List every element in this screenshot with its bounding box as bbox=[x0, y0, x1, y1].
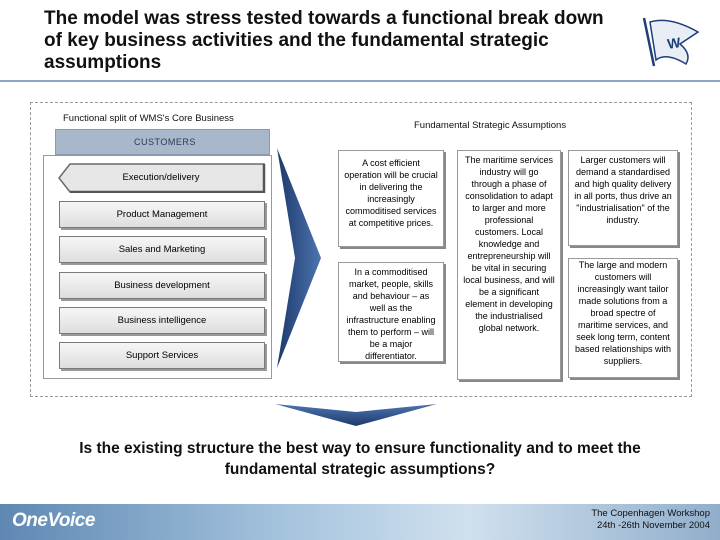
assumption-larger-customers: Larger customers will demand a standardi… bbox=[568, 150, 678, 246]
function-business-intelligence: Business intelligence bbox=[59, 307, 265, 334]
execution-delivery-arrow bbox=[58, 163, 266, 193]
function-product-management: Product Management bbox=[59, 201, 265, 228]
key-question: Is the existing structure the best way t… bbox=[79, 440, 641, 478]
footer-event-dates: 24th -26th November 2004 bbox=[596, 520, 710, 531]
logo-letter: W bbox=[666, 34, 682, 52]
customers-tab: CUSTOMERS bbox=[55, 129, 270, 155]
footer-banner bbox=[0, 504, 720, 540]
slide-title: The model was stress tested towards a fu… bbox=[44, 8, 604, 73]
flag-logo-icon: W bbox=[642, 17, 700, 67]
strategic-assumptions-label: Fundamental Strategic Assumptions bbox=[414, 120, 567, 131]
assumption-people-skills: In a commoditised market, people, skills… bbox=[338, 262, 444, 362]
down-chevron-arrow-icon bbox=[275, 404, 437, 426]
function-support-services: Support Services bbox=[59, 342, 265, 369]
assumption-modern-customers: The large and modern customers will incr… bbox=[568, 258, 678, 378]
function-business-development: Business development bbox=[59, 272, 265, 299]
title-divider bbox=[0, 80, 720, 82]
right-chevron-arrow-icon bbox=[277, 148, 321, 368]
function-sales-marketing: Sales and Marketing bbox=[59, 236, 265, 263]
footer-event-title: The Copenhagen Workshop bbox=[591, 508, 710, 519]
footer-event-info: The Copenhagen Workshop 24th -26th Novem… bbox=[560, 508, 710, 532]
assumption-consolidation: The maritime services industry will go t… bbox=[457, 150, 561, 380]
assumption-cost-efficient: A cost efficient operation will be cruci… bbox=[338, 150, 444, 247]
function-execution-delivery: Execution/delivery bbox=[122, 172, 200, 183]
functional-split-label: Functional split of WMS's Core Business bbox=[63, 113, 234, 124]
footer-brand-logo: OneVoice bbox=[12, 510, 95, 531]
